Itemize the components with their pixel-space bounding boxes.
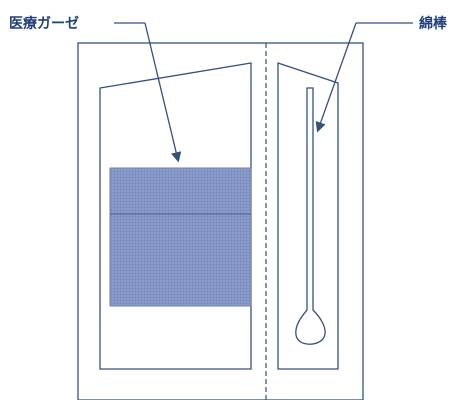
package-outline	[77, 42, 364, 400]
swab-label: 綿棒	[419, 15, 448, 32]
swab-leader-line-diagonal	[315, 22, 357, 133]
swab-pocket	[277, 62, 339, 370]
medical-gauze	[109, 167, 252, 307]
cotton-swab	[295, 87, 326, 345]
swab-callout: 綿棒	[315, 15, 448, 133]
gauze-leader-line-vertical	[144, 22, 182, 163]
gauze-pocket	[99, 62, 252, 370]
gauze-callout: 医療ガーゼ	[9, 15, 182, 163]
gauze-label: 医療ガーゼ	[9, 15, 79, 32]
